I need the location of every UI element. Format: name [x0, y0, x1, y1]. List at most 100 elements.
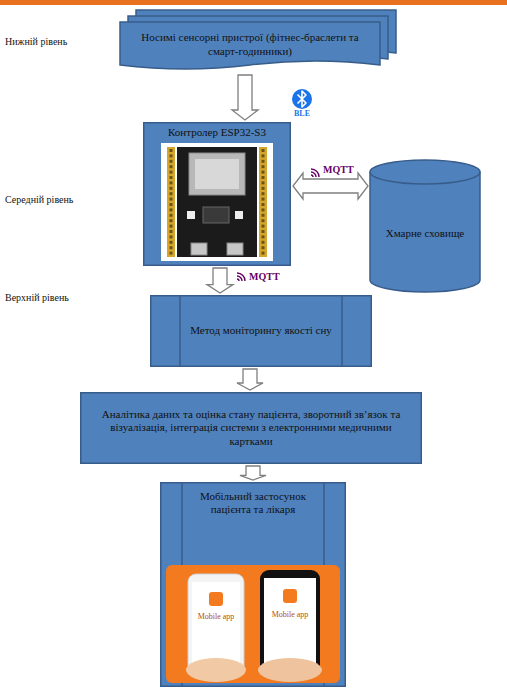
pin	[262, 252, 265, 255]
protocol-label: MQTT	[248, 271, 281, 283]
protocol-label: MQTT	[322, 164, 355, 176]
pin	[262, 208, 265, 211]
pin	[262, 246, 265, 249]
rf-shield	[189, 153, 245, 195]
node-shape	[143, 122, 291, 266]
pin	[262, 225, 265, 228]
phones-illustration	[166, 565, 340, 683]
process-box: Метод моніторингу якості сну	[150, 295, 372, 367]
pin	[262, 203, 265, 206]
pin	[170, 208, 173, 211]
hand	[258, 658, 322, 682]
pin	[262, 214, 265, 217]
pin	[170, 252, 173, 255]
process-box: Мобільний застосунок пацієнта та лікаря	[160, 482, 346, 687]
box-outline	[151, 296, 372, 367]
pin	[170, 176, 173, 179]
esp32-board	[161, 143, 273, 261]
hand	[186, 658, 246, 682]
button	[187, 211, 195, 219]
mqtt-wave	[237, 279, 239, 281]
pin	[170, 165, 173, 168]
pin	[170, 230, 173, 233]
mqtt-wave	[311, 175, 313, 177]
pin	[170, 198, 173, 201]
pin	[170, 192, 173, 195]
pin	[262, 176, 265, 179]
node-text: Метод моніторингу якості сну	[186, 324, 336, 337]
pin	[170, 235, 173, 238]
bluetooth-rune	[298, 91, 307, 107]
rf-shield-top	[195, 159, 239, 189]
app-label: Mobile app	[264, 610, 316, 620]
process-box: Контролер ESP32-S3	[143, 122, 291, 266]
pin	[170, 154, 173, 157]
app-label: Mobile app	[192, 612, 240, 622]
block-arrow	[207, 268, 233, 293]
block-arrow	[232, 75, 258, 120]
block-arrow	[293, 173, 368, 199]
pin	[262, 230, 265, 233]
cylinder-body	[370, 160, 480, 292]
node-text: Контролер ESP32-S3	[149, 126, 285, 139]
phone-screen	[264, 578, 316, 668]
node-text: Хмарне сховище	[378, 227, 472, 240]
document-sheet	[120, 22, 380, 69]
pin	[170, 219, 173, 222]
app-icon	[209, 592, 223, 606]
pin	[170, 203, 173, 206]
node-text: Аналітика даних та оцінка стану пацієнта…	[92, 408, 410, 448]
pin-header	[167, 147, 175, 257]
level-label: Середній рівень	[5, 194, 73, 206]
node-text: Носимі сенсорні пристрої (фітнес-браслет…	[132, 31, 368, 58]
usb-port	[227, 243, 243, 255]
pin	[170, 187, 173, 190]
button	[235, 211, 243, 219]
chip	[203, 207, 229, 223]
level-label: Верхній рівень	[5, 292, 69, 304]
pin	[262, 171, 265, 174]
device-box: Носимі сенсорні пристрої (фітнес-браслет…	[120, 22, 380, 73]
storage-cylinder: Хмарне сховище	[370, 160, 480, 292]
process-side-line	[179, 295, 181, 367]
pin	[170, 181, 173, 184]
pin	[262, 198, 265, 201]
bluetooth-circle	[292, 89, 312, 109]
pin	[170, 149, 173, 152]
block-arrow	[237, 369, 263, 390]
block-arrow	[240, 466, 266, 480]
mqtt-wave	[237, 276, 242, 281]
pin	[262, 187, 265, 190]
pin	[262, 181, 265, 184]
pin-header	[259, 147, 267, 257]
node-text: Мобільний застосунок пацієнта та лікаря	[188, 490, 318, 517]
mqtt-wave	[311, 169, 319, 177]
protocol-label: BLE	[290, 109, 314, 119]
board-ground	[161, 143, 273, 261]
process-side-line	[341, 295, 343, 367]
mqtt-wave	[311, 172, 316, 177]
pin	[170, 241, 173, 244]
pin	[262, 154, 265, 157]
level-label: Нижній рівень	[5, 36, 67, 48]
pin	[262, 192, 265, 195]
node-shape	[370, 160, 480, 292]
pin	[170, 214, 173, 217]
pin	[262, 160, 265, 163]
pin	[170, 171, 173, 174]
pin	[262, 235, 265, 238]
mqtt-icon	[237, 273, 245, 281]
app-icon	[283, 589, 297, 603]
bluetooth-icon	[292, 89, 312, 109]
board-body	[177, 147, 257, 257]
pin	[170, 225, 173, 228]
top-strip	[0, 0, 507, 5]
pin	[170, 160, 173, 163]
pin	[262, 149, 265, 152]
pin	[262, 241, 265, 244]
mqtt-icon	[311, 169, 319, 177]
phone-screen	[192, 582, 240, 666]
usb-port	[191, 243, 207, 255]
